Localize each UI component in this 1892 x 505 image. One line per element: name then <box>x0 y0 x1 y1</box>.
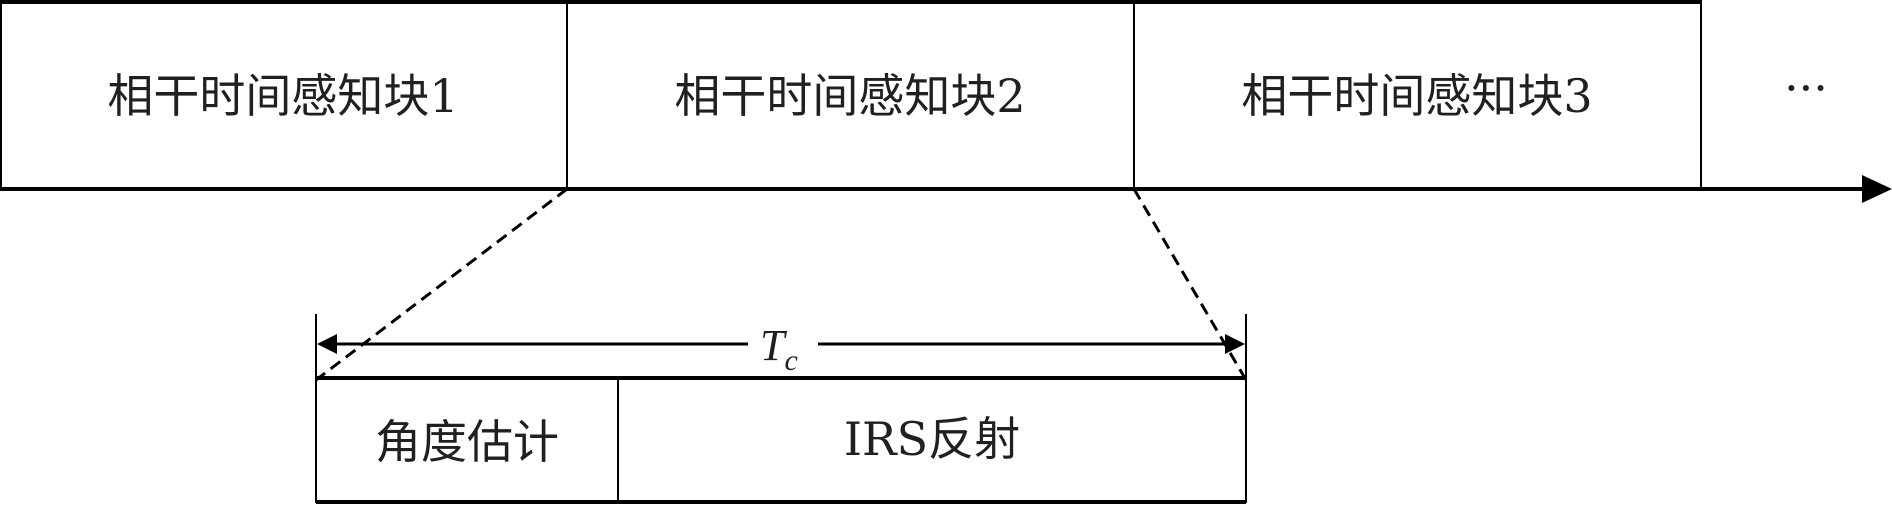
segment-irs-reflection: IRS反射 <box>844 412 1020 466</box>
zoom-line-left <box>315 187 568 382</box>
arrow-left-icon <box>317 334 337 354</box>
time-axis-arrowhead-icon <box>1862 175 1892 203</box>
arrow-right-icon <box>1225 334 1245 354</box>
duration-dimension <box>315 314 1247 503</box>
detail-block <box>316 376 1246 504</box>
duration-label: Tc <box>760 321 798 377</box>
timeline <box>0 0 1892 203</box>
block-label-2: 相干时间感知块2 <box>674 69 1025 123</box>
block-label-1: 相干时间感知块1 <box>107 69 458 123</box>
ellipsis: ··· <box>1784 61 1828 115</box>
block-label-3: 相干时间感知块3 <box>1241 69 1592 123</box>
segment-angle-estimation: 角度估计 <box>375 415 559 469</box>
